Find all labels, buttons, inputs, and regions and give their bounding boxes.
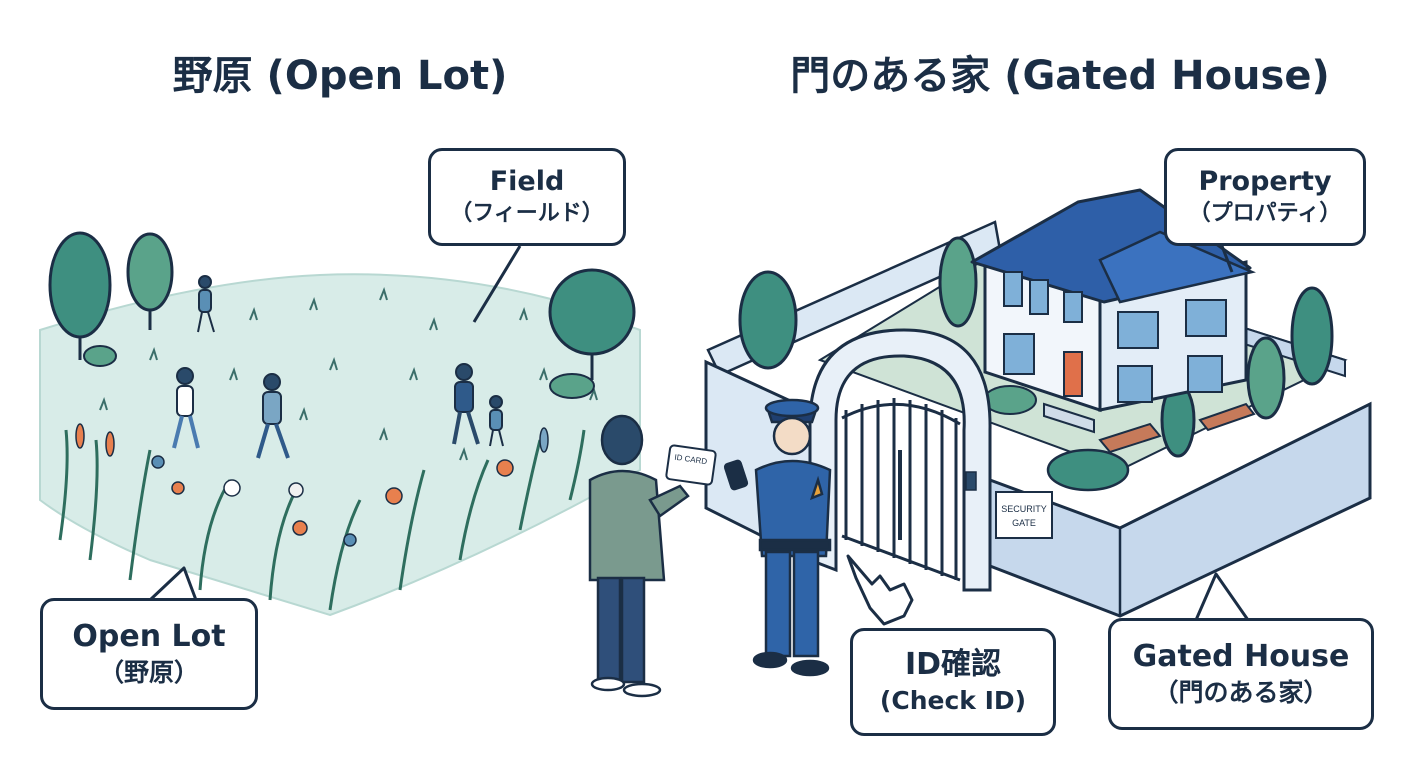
grass-tufts [99, 286, 598, 461]
tree [548, 268, 636, 380]
tree [738, 270, 798, 370]
walking-person [172, 367, 200, 449]
callout-check-id-label: ID確認 [904, 647, 1002, 682]
title-open-lot: 野原 (Open Lot) [172, 53, 508, 99]
field-ground [39, 273, 641, 617]
visitor-person [588, 414, 690, 698]
callout-field: Field （フィールド） [428, 148, 626, 246]
open-lot-illustration [39, 231, 641, 617]
tree [938, 236, 978, 328]
callout-gated-house-sublabel: （門のある家） [1153, 678, 1329, 707]
front-door [1063, 351, 1083, 397]
callout-check-id: ID確認 (Check ID) [850, 628, 1056, 736]
id-card: ID CARD [665, 444, 717, 486]
callout-check-id-sublabel: (Check ID) [879, 686, 1027, 715]
callout-open-lot-sublabel: （野原） [98, 658, 199, 687]
tree [126, 232, 174, 330]
bush [549, 373, 595, 399]
gate-arch [808, 328, 992, 592]
callout-property-sublabel: （プロパティ） [1188, 201, 1342, 226]
walking-child [489, 395, 504, 447]
callout-open-lot-label: Open Lot [72, 619, 226, 654]
callout-tails-right [1194, 245, 1250, 621]
sign-text-line2: GATE [1012, 518, 1036, 528]
tree [1290, 286, 1334, 386]
intercom [965, 471, 977, 491]
security-gate-sign: SECURITY GATE [995, 491, 1053, 539]
sign-text-line1: SECURITY [1001, 504, 1047, 514]
callout-open-lot: Open Lot （野原） [40, 598, 258, 710]
walking-person [256, 373, 290, 459]
bush [983, 385, 1037, 415]
wildflowers [58, 429, 586, 611]
house [970, 188, 1256, 434]
flower-bed [1098, 422, 1162, 454]
tree [1246, 336, 1286, 420]
bush [1046, 448, 1130, 492]
walking-person [452, 363, 480, 445]
walking-person [197, 275, 215, 333]
pointing-hand-icon [846, 554, 914, 626]
callout-gated-house-label: Gated House [1132, 639, 1350, 674]
callout-field-label: Field [489, 166, 565, 197]
security-guard [723, 398, 832, 677]
callout-tails-left [148, 245, 522, 602]
title-gated-house: 門のある家 (Gated House) [790, 53, 1330, 99]
callout-property: Property （プロパティ） [1164, 148, 1366, 246]
iron-gate [841, 398, 961, 582]
bush [83, 345, 117, 367]
callout-gated-house: Gated House （門のある家） [1108, 618, 1374, 730]
flower-heads [75, 423, 549, 547]
callout-field-sublabel: （フィールド） [450, 201, 604, 226]
gated-house-illustration: SECURITY GATE [704, 188, 1372, 618]
callout-property-label: Property [1198, 166, 1332, 197]
flower-bed [1198, 402, 1256, 432]
tree [48, 231, 112, 360]
